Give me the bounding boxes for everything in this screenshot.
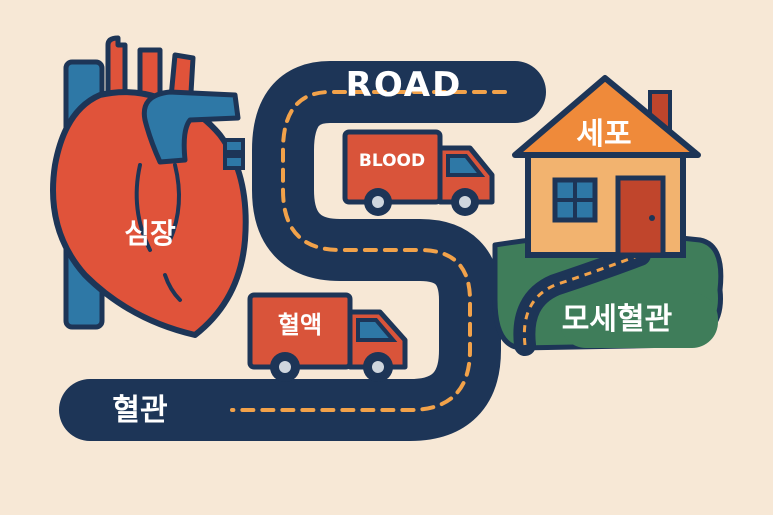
truck-window — [356, 318, 398, 342]
truck-window — [446, 154, 486, 177]
house-label: 세포 — [576, 117, 631, 152]
vessel-label: 혈관 — [112, 393, 167, 428]
aorta — [141, 89, 241, 165]
truck-hyeolaek — [247, 292, 408, 382]
road-label: ROAD — [346, 65, 463, 105]
truck-blood-label: BLOOD — [359, 151, 425, 171]
house-icon — [512, 75, 701, 258]
door-knob — [649, 215, 655, 221]
capillary-label: 모세혈관 — [562, 302, 672, 337]
truck-hyeolaek-label: 혈액 — [278, 311, 322, 339]
truck-blood — [342, 129, 495, 216]
road-center-line — [230, 90, 507, 412]
capillary-area — [492, 232, 724, 356]
road — [59, 61, 546, 441]
door — [615, 175, 666, 258]
heart-icon — [50, 35, 249, 338]
capillary-path — [513, 244, 651, 356]
roof — [512, 75, 701, 158]
heart-label: 심장 — [124, 217, 176, 250]
